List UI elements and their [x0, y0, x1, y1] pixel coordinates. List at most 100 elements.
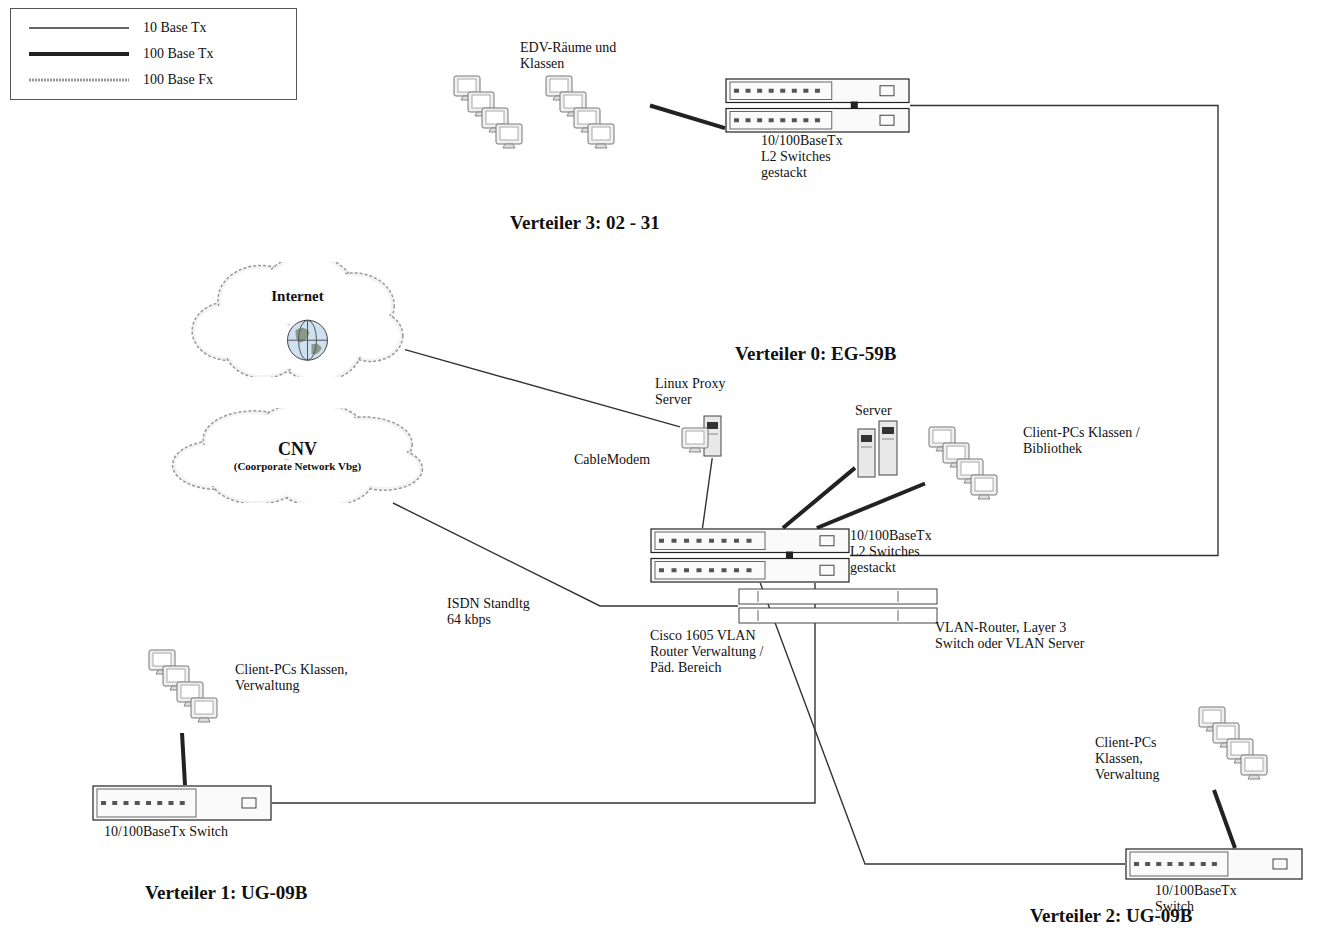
monitor-screen — [961, 462, 979, 475]
node-label: Linux Proxy Server — [655, 376, 751, 408]
switch-port — [792, 89, 797, 93]
node-label: CNV — [234, 439, 362, 460]
network-link — [783, 468, 855, 528]
monitor-screen — [933, 430, 951, 443]
vlan-router: Cisco 1605 VLAN Router Verwaltung / Päd.… — [650, 588, 938, 676]
text-box: Linux Proxy Server — [655, 376, 755, 408]
distribution-area: Verteiler 2: UG-09BClient-PCs Klassen, V… — [925, 688, 1315, 946]
switch-port — [747, 539, 752, 543]
switch-port — [815, 89, 820, 93]
globe-symbol-part — [288, 320, 328, 360]
router-detail — [898, 610, 899, 621]
port-panel — [655, 532, 765, 550]
switch-port — [684, 568, 689, 572]
monitor-screen — [195, 701, 213, 714]
switch-unit — [93, 786, 271, 820]
switch-stack: 10/100BaseTx L2 Switches gestackt — [650, 528, 938, 583]
pcs-symbol — [929, 427, 997, 499]
text-box: 10/100BaseTx Switch — [1125, 880, 1265, 915]
network-link — [405, 350, 680, 427]
switch-port — [734, 568, 739, 572]
node-label: 10/100BaseTx L2 Switches gestackt — [850, 528, 934, 576]
switch-port — [697, 568, 702, 572]
monitor-screen — [975, 478, 993, 491]
monitor-case — [682, 428, 708, 448]
legend-text: 10 Base Tx — [143, 20, 207, 36]
pc-group: Client-PCs Klassen / Bibliothek — [925, 425, 1165, 505]
monitor-screen — [1217, 726, 1235, 739]
cloud-fill — [227, 319, 298, 375]
switch-stack: 10/100BaseTx L2 Switches gestackt — [725, 78, 910, 181]
switch-port — [1145, 862, 1150, 866]
stack-cable — [851, 102, 858, 109]
legend-line — [29, 79, 129, 82]
node-label: 10/100BaseTx Switch — [1155, 883, 1261, 915]
drive-bay — [882, 427, 894, 434]
network-link — [182, 733, 185, 785]
switch-port — [1190, 862, 1195, 866]
monitor-case — [588, 124, 614, 144]
legend-row: 100 Base Tx — [11, 41, 296, 67]
tower-line — [707, 434, 718, 435]
legend-text: 100 Base Fx — [143, 72, 213, 88]
tower-line — [882, 439, 894, 440]
switch-port — [709, 568, 714, 572]
monitor-stand — [503, 144, 515, 148]
monitor-screen — [578, 111, 596, 124]
node-label: EDV-Räume und Klassen — [520, 40, 646, 72]
text-box: Client-PCs Klassen, Verwaltung — [225, 648, 395, 694]
switch-port — [684, 539, 689, 543]
router-detail — [898, 591, 899, 602]
node-label: Client-PCs Klassen / Bibliothek — [1023, 425, 1161, 457]
switch-port — [180, 801, 185, 805]
switch-port — [722, 568, 727, 572]
port-panel — [730, 82, 832, 100]
server: Server — [855, 403, 905, 479]
note-label: VLAN-Router, Layer 3 Switch oder VLAN Se… — [935, 620, 1100, 652]
monitor-stand — [978, 495, 990, 499]
node-label: Client-PCs Klassen, Verwaltung — [1095, 735, 1191, 783]
text-box: Cisco 1605 VLAN Router Verwaltung / Päd.… — [650, 624, 795, 676]
monitor-screen — [181, 685, 199, 698]
node-label: 10/100BaseTx L2 Switches gestackt — [761, 133, 841, 181]
globe-symbol — [288, 320, 328, 360]
cloud-shape — [173, 408, 423, 503]
switch-unit — [651, 559, 849, 583]
switch2-icon — [650, 528, 850, 583]
pcs-symbol — [149, 650, 217, 722]
link-label: ISDN Standltg 64 kbps — [445, 596, 544, 628]
proxy-icon — [680, 408, 725, 458]
text-box: Server — [855, 403, 905, 419]
network-link — [817, 484, 925, 528]
port-panel — [655, 562, 765, 580]
monitor-screen — [564, 95, 582, 108]
switch1-icon — [1125, 848, 1303, 880]
node-label: Server — [855, 403, 901, 419]
server-tower — [858, 429, 875, 477]
area-title-box: Verteiler 1: UG-09B — [145, 882, 308, 904]
switch-port — [157, 801, 162, 805]
monitor-stand — [1248, 775, 1260, 779]
switch-port — [803, 118, 808, 122]
monitor-screen — [592, 127, 610, 140]
cloud-text: Internet — [271, 288, 324, 305]
monitor-screen — [153, 653, 171, 666]
monitor-screen — [1231, 742, 1249, 755]
network-link — [650, 106, 725, 129]
router-icon — [738, 588, 938, 624]
node-sublabel: (Coorporate Network Vbg) — [234, 460, 362, 473]
switch-port — [146, 801, 151, 805]
network-link — [850, 106, 1218, 556]
status-panel — [242, 798, 256, 808]
node-label: Cisco 1605 VLAN Router Verwaltung / Päd.… — [650, 628, 791, 676]
switch-port — [734, 118, 739, 122]
pcs-icon — [925, 425, 1015, 505]
network-link — [703, 458, 713, 528]
switch-port — [135, 801, 140, 805]
edv-icon — [450, 72, 650, 184]
proxy-symbol — [682, 416, 721, 456]
monitor-screen — [500, 127, 518, 140]
monitor-case — [191, 698, 217, 718]
switch-port — [709, 539, 714, 543]
stack-cable — [786, 552, 793, 559]
